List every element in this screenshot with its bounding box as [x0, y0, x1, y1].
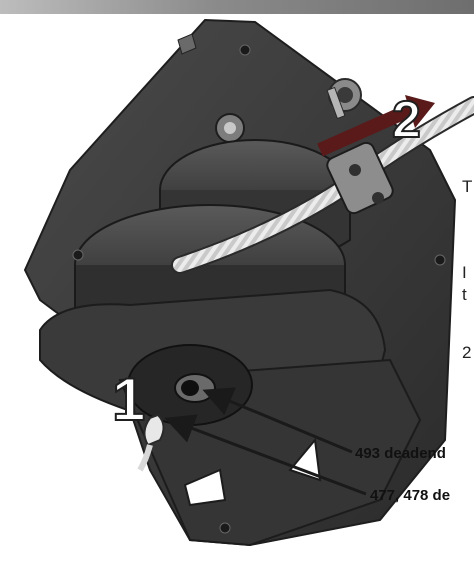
- edge-text-fragment: I: [462, 263, 467, 282]
- top-pin: [177, 33, 197, 55]
- edge-text-fragment: T: [462, 177, 473, 196]
- edge-text-fragment: 2: [462, 343, 472, 362]
- callout-arrow-icon: [164, 414, 367, 496]
- step-1-label: 1: [111, 366, 146, 433]
- callout-arrow-icon: [202, 387, 353, 454]
- callout-477-478-deadend: 477, 478 de: [370, 487, 451, 504]
- callout-493-deadend: 493 deadend: [355, 445, 446, 462]
- step-2-label: 2: [391, 91, 422, 149]
- header-bar: [0, 0, 474, 14]
- edge-text-fragment: t: [462, 285, 467, 304]
- arrow-up-right-icon: [317, 95, 435, 157]
